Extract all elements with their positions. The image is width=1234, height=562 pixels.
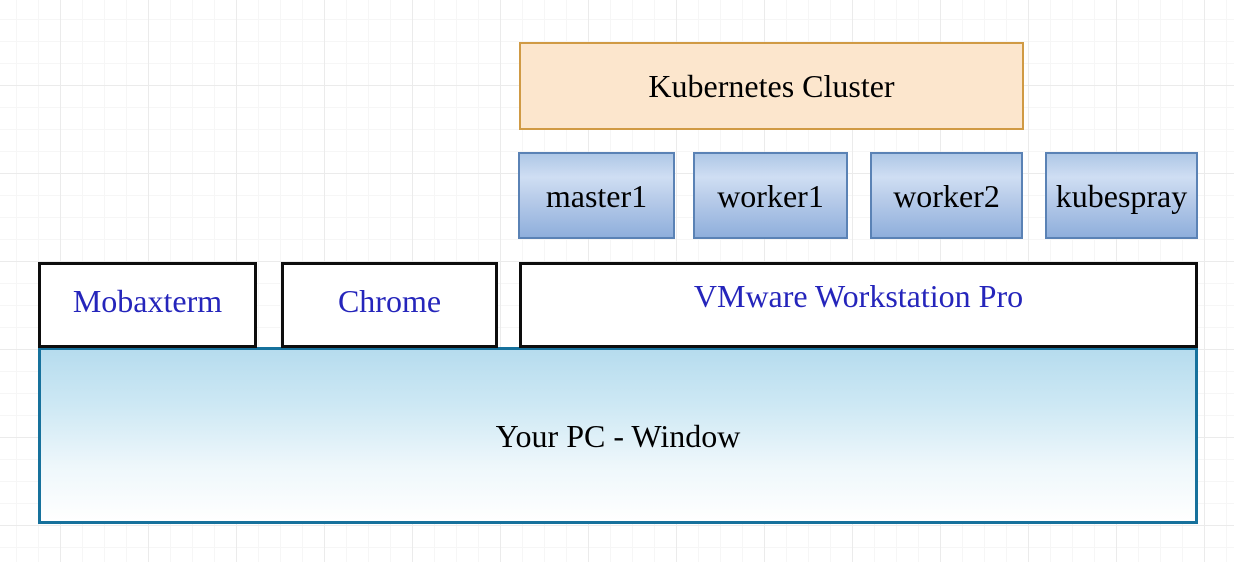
node-label-worker2: worker2 — [893, 177, 1000, 214]
app-label-vmware-workstation-pro: VMware Workstation Pro — [693, 278, 1024, 314]
node-box-worker1: worker1 — [693, 152, 848, 239]
app-box-mobaxterm: Mobaxterm — [38, 262, 257, 348]
node-label-worker1: worker1 — [717, 177, 824, 214]
kubernetes-cluster-box: Kubernetes Cluster — [519, 42, 1024, 130]
node-box-kubespray: kubespray — [1045, 152, 1198, 239]
kubernetes-cluster-label: Kubernetes Cluster — [648, 68, 895, 104]
node-label-kubespray: kubespray — [1055, 177, 1188, 214]
your-pc-box: Your PC - Window — [38, 347, 1198, 524]
your-pc-label: Your PC - Window — [495, 417, 741, 454]
node-label-master1: master1 — [545, 177, 648, 214]
app-box-chrome: Chrome — [281, 262, 498, 348]
node-box-master1: master1 — [518, 152, 675, 239]
app-box-vmware-workstation-pro: VMware Workstation Pro — [519, 262, 1198, 348]
app-label-mobaxterm: Mobaxterm — [72, 283, 223, 319]
node-box-worker2: worker2 — [870, 152, 1023, 239]
app-label-chrome: Chrome — [337, 283, 442, 319]
